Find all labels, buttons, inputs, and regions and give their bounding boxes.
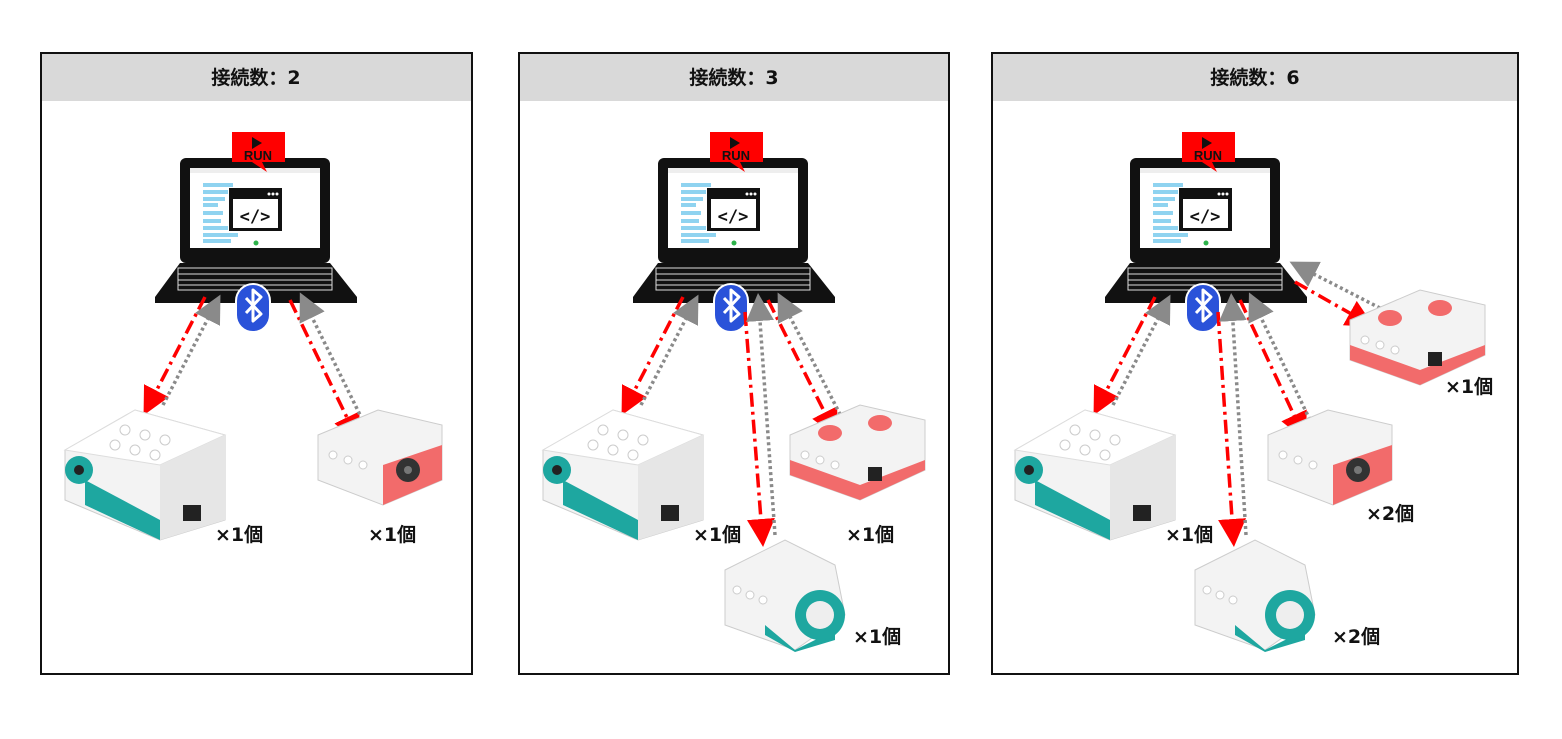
receive-arrow [639,294,699,406]
count-label: ×1個 [846,524,894,546]
send-arrow [288,299,360,443]
run-label: RUN [244,148,272,163]
receive-arrow [746,293,777,536]
count-label: ×1個 [215,524,263,546]
receive-arrow [1111,294,1171,406]
send-arrow [1216,311,1247,547]
send-arrow [1238,299,1307,441]
run-label: RUN [1194,148,1222,163]
panel-header: 接続数：3 [689,66,778,89]
receive-arrow [1218,293,1248,536]
run-label: RUN [722,148,750,163]
count-label: ×1個 [1165,524,1213,546]
send-arrow [766,299,838,438]
receive-arrow [1289,261,1381,310]
send-arrow [1294,280,1375,327]
panel-header: 接続数：6 [1210,66,1299,89]
receive-arrow [299,292,367,426]
count-label: ×1個 [853,626,901,648]
count-label: ×1個 [368,524,416,546]
count-label: ×1個 [693,524,741,546]
panel-3-connections: 接続数：3 RUN ×1個 ×1個 ×1個 [518,52,950,675]
receive-arrow [161,294,221,406]
count-label: ×2個 [1332,626,1380,648]
panel-header: 接続数：2 [211,66,300,89]
panel-2-connections: 接続数：2 RUN ×1個 ×1個 [40,52,473,675]
count-label: ×1個 [1445,376,1493,398]
count-label: ×2個 [1366,503,1414,525]
send-arrow [743,311,775,547]
panel-6-connections: 接続数：6 RUN ×1個 ×1個 ×2個 ×2個 [991,52,1519,675]
